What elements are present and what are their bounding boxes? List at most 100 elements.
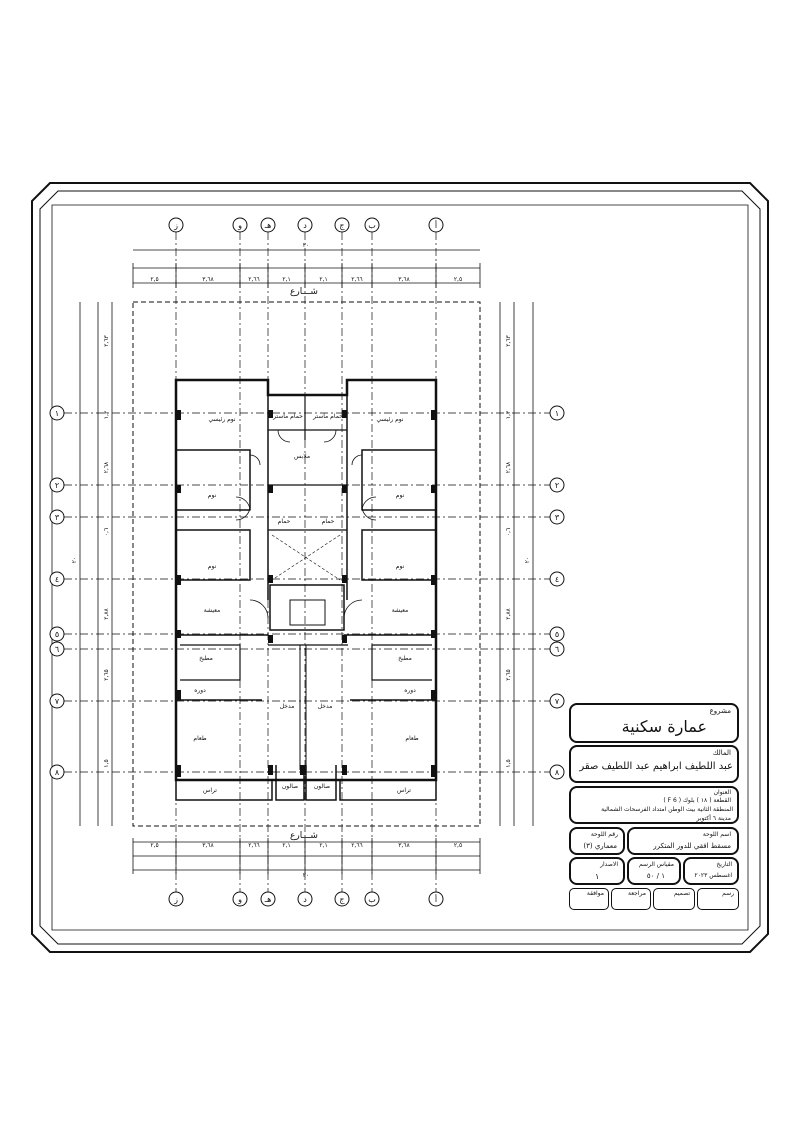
address-line-2: المنطقة الثانية بيت الوطن امتداد الفرسحا… [601, 806, 733, 813]
grid-bubble-row [549, 405, 565, 421]
grid-label-row: ٦ [555, 645, 559, 654]
grid-label-row: ٧ [55, 697, 60, 706]
grid-bubble-column [334, 891, 350, 907]
grid-label-row: ٤ [55, 575, 59, 584]
grid-label-row: ١ [555, 409, 559, 418]
grid-bubble-column [428, 891, 444, 907]
revision-value: ١ [595, 872, 600, 881]
sign-box-drawn: رسم [697, 888, 739, 910]
project-name: عمارة سكنية [621, 717, 707, 736]
room-master-bath-left: حمام ماستر [272, 413, 303, 420]
grid-bubble-column [364, 891, 380, 907]
room-wc-left: دوره [194, 687, 206, 694]
room-entrance-right: مدخل [318, 703, 333, 710]
room-entrance-left: مدخل [280, 703, 295, 710]
dim-top-segment-label: ٢,٥ [454, 276, 462, 283]
dim-top-segment-label: ٢,٦٦ [351, 276, 363, 283]
title-block-drawing-no: رقم اللوحة معماري (٣) [569, 827, 625, 855]
grid-bubble-column [260, 217, 276, 233]
sign-box-approval: موافقة [569, 888, 609, 910]
grid-bubble-column [334, 217, 350, 233]
title-block-owner: المالك عبد اللطيف ابراهيم عبد اللطيف صقر [569, 745, 739, 783]
room-wc-right: دوره [404, 687, 416, 694]
grid-label-column: هـ [264, 221, 272, 230]
grid-bubble-row [49, 571, 65, 587]
dim-right-segment-label: ٢,٦٨ [505, 461, 512, 473]
room-kitchen-right: مطبخ [398, 655, 412, 662]
dim-bottom-segment-label: ٣,٦٨ [398, 842, 410, 849]
grid-label-column: و [237, 895, 242, 904]
grid-bubble-row [549, 764, 565, 780]
title-block-project: مشروع عمارة سكنية [569, 703, 739, 743]
room-bedroom-1-left: نوم [208, 492, 217, 499]
date-value: اغسطس ٢٠٢٣ [694, 872, 732, 879]
structural-columns [176, 410, 436, 777]
grid-bubble-row [49, 764, 65, 780]
dim-bottom-segment-label: ٢,٦٦ [248, 842, 260, 849]
dim-top-segment-label: ٢,٦٦ [248, 276, 260, 283]
grid-bubble-row [49, 509, 65, 525]
dim-left-segment-label: ٢,٦٨ [103, 461, 110, 473]
room-living-right: معيشة [392, 607, 409, 614]
room-bedroom-1-right: نوم [396, 492, 405, 499]
dim-bottom-total-label: ٢٠ [303, 872, 309, 879]
grid-label-column: أ [435, 220, 437, 230]
drawing-name-label: اسم اللوحة [702, 831, 731, 838]
dim-right-segment-label: ٢,٦٥ [505, 669, 512, 681]
dimension-lines: ٢٠٢٠٢,٥٢,٥٣,٦٨٣,٦٨٢,٦٦٢,٦٦٢,١٢,١٢,١٢,١٢,… [71, 242, 534, 879]
grid-bubble-row [49, 405, 65, 421]
grid-label-row: ٧ [555, 697, 560, 706]
dim-bottom-segment-label: ٣,٦٨ [202, 842, 214, 849]
street-labels: شـــارع شـــارع [290, 287, 318, 841]
grid-label-row: ٨ [55, 768, 60, 777]
title-block-address: العنوان القطعة ( ١٨ ) بلوك ( F 6 ) المنط… [569, 786, 739, 824]
sheet-border [31, 182, 769, 953]
room-master-bedroom-right: نوم رئيسي [376, 416, 403, 423]
room-bath-left: حمام [278, 518, 291, 525]
room-bedroom-2-left: نوم [208, 563, 217, 570]
scale-label: مقياس الرسم [639, 861, 674, 868]
owner-label: المالك [712, 749, 731, 757]
grid-label-column: ب [368, 221, 376, 230]
owner-name: عبد اللطيف ابراهيم عبد اللطيف صقر [579, 761, 733, 772]
dim-right-total-label: ٢٠ [524, 557, 531, 563]
sign-box-design: تصميم [653, 888, 695, 910]
grid-label-row: ٨ [555, 768, 560, 777]
room-bath-right: حمام [322, 518, 335, 525]
dim-top-segment-label: ٣,٦٨ [398, 276, 410, 283]
drawing-no: معماري (٣) [583, 842, 617, 850]
grid-bubble-column [168, 217, 184, 233]
dim-left-segment-label: ١,٥ [103, 759, 110, 767]
title-block-scale: مقياس الرسم ١ / ٥٠ [627, 857, 681, 885]
title-block-drawing-name: اسم اللوحة مسقط افقي للدور المتكرر [627, 827, 739, 855]
room-kitchen-left: مطبخ [199, 655, 213, 662]
building-walls [174, 378, 438, 801]
date-label: التاريخ [716, 861, 732, 868]
grid-bubble-column [232, 891, 248, 907]
address-label: العنوان [713, 789, 731, 796]
grid-label-column: د [303, 895, 307, 904]
room-terrace-right: تراس [397, 787, 411, 794]
room-master-bedroom-left: نوم رئيسي [208, 416, 235, 423]
dim-top-segment-label: ٣,٦٨ [202, 276, 214, 283]
dim-left-segment-label: ٢,٨٨ [103, 607, 110, 619]
dim-top-total-label: ٢٠ [303, 242, 309, 249]
grid-bubble-row [549, 571, 565, 587]
grid-bubble-column [232, 217, 248, 233]
dim-right-segment-label: ٠,٦ [505, 528, 512, 536]
dim-right-segment-label: ١,٥ [505, 759, 512, 767]
dim-bottom-segment-label: ٢,٥ [150, 842, 158, 849]
grid-label-row: ٢ [555, 481, 559, 490]
sign-label-approval: موافقة [586, 890, 604, 897]
room-dressing: ملابس [294, 453, 310, 460]
grid-bubble-row [49, 693, 65, 709]
room-dining-right: طعام [405, 735, 418, 742]
grid-label-row: ١ [55, 409, 59, 418]
dim-left-segment-label: ١,٣ [103, 410, 110, 419]
grid-label-column: د [303, 221, 307, 230]
sign-label-design: تصميم [673, 890, 690, 897]
title-block-revision: الاصدار ١ [569, 857, 625, 885]
street-label-top: شـــارع [290, 287, 318, 297]
room-master-bath-right: حمام ماستر [312, 413, 343, 420]
